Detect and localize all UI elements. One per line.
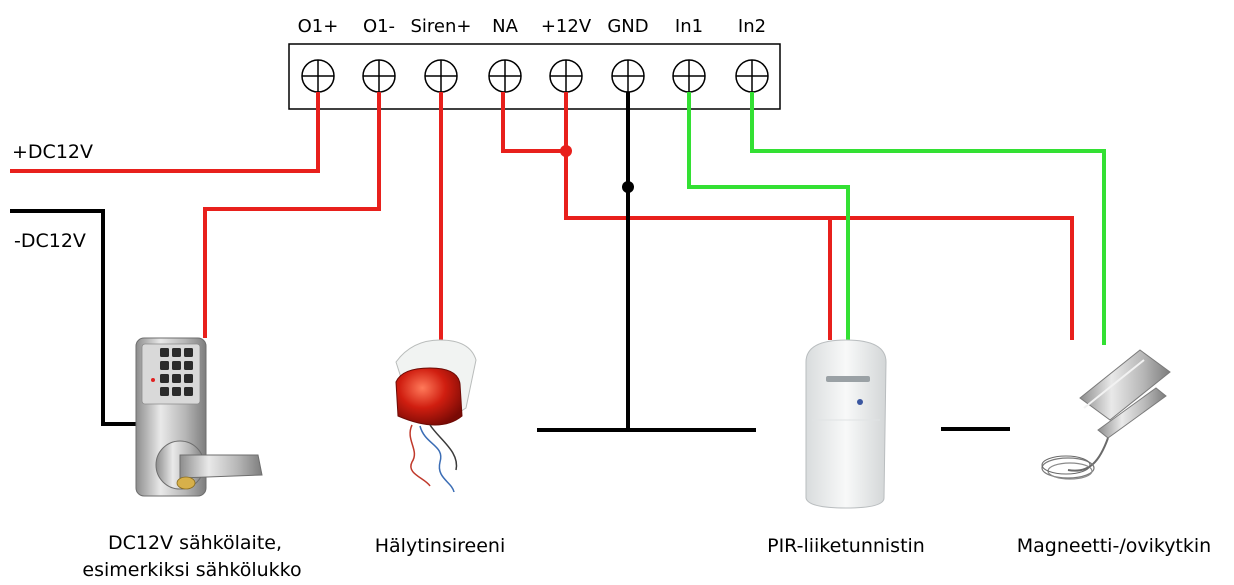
keypad-key <box>160 374 169 383</box>
junction-na-12v <box>560 145 572 157</box>
lock-label-line2: esimerkiksi sähkölukko <box>82 559 301 581</box>
wire-in2 <box>750 92 1106 345</box>
terminal-label-o1-minus: O1- <box>363 16 395 37</box>
terminal-screw-icon <box>424 59 458 93</box>
keypad-key <box>172 387 181 396</box>
terminal-label-o1-plus: O1+ <box>298 16 339 37</box>
magnet-switch-icon <box>1041 349 1171 480</box>
label-dc12v-positive: +DC12V <box>12 141 93 163</box>
terminal-screw-icon <box>672 59 706 93</box>
lock-label-line1: DC12V sähkölaite, <box>108 532 282 554</box>
terminal-label-in1: In1 <box>675 16 703 37</box>
wire-o1-plus <box>10 92 320 173</box>
keypad-key <box>172 374 181 383</box>
junction-gnd <box>622 181 634 193</box>
wire-dc12v-negative <box>10 209 140 426</box>
lock-icon <box>135 337 263 497</box>
terminal-screw-icon <box>301 59 335 93</box>
terminal-screw-icon <box>362 59 396 93</box>
siren-label: Hälytinsireeni <box>375 535 506 557</box>
keypad-key <box>160 387 169 396</box>
label-dc12v-negative: -DC12V <box>14 230 86 252</box>
terminal-label-gnd: GND <box>607 16 648 37</box>
wire-in1 <box>687 92 850 342</box>
terminal-screw-icon <box>611 59 645 93</box>
terminal-label-12v: +12V <box>541 16 592 37</box>
terminal-screw-icon <box>488 59 522 93</box>
terminal-screw-icon <box>735 59 769 93</box>
terminal-label-siren-plus: Siren+ <box>411 16 472 37</box>
keypad-key <box>184 374 193 383</box>
terminal-label-in2: In2 <box>738 16 766 37</box>
terminal-block: O1+ O1- Siren+ NA +12V GND In1 In2 <box>288 16 781 110</box>
magnet-switch-label: Magneetti-/ovikytkin <box>1017 535 1211 557</box>
siren-icon <box>395 339 477 493</box>
keypad-key <box>184 387 193 396</box>
keypad-icon <box>160 348 193 396</box>
wire-na-jumper <box>501 92 566 153</box>
terminal-screw-icon <box>549 59 583 93</box>
wire-o1-minus <box>203 92 381 338</box>
keypad-key <box>184 361 193 370</box>
keypad-key <box>172 348 181 357</box>
pir-label: PIR-liiketunnistin <box>767 535 925 557</box>
keypad-key <box>160 348 169 357</box>
keypad-key <box>172 361 181 370</box>
pir-sensor-icon <box>805 339 887 509</box>
keypad-key <box>160 361 169 370</box>
keypad-key <box>184 348 193 357</box>
wire-12v-magnet <box>564 92 1074 340</box>
terminal-label-na: NA <box>492 16 518 37</box>
